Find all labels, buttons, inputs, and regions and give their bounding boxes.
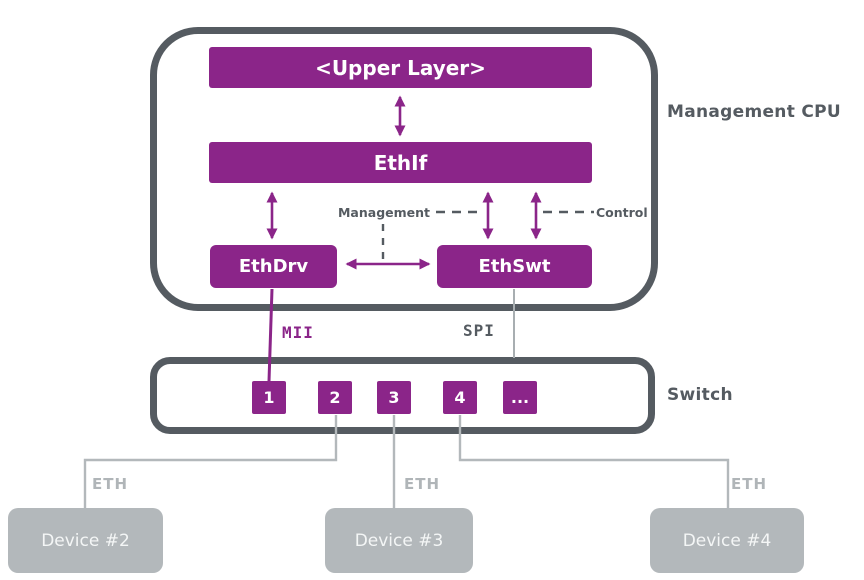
eth-label-device4: ETH [731,475,768,493]
device-4-box: Device #4 [650,508,804,573]
control-annotation: Control [596,205,648,220]
eth-link-port2-device2 [83,415,338,508]
switch-port-4: 4 [443,381,477,414]
eth-label-device3: ETH [404,475,441,493]
spi-label: SPI [463,321,495,340]
switch-port-1: 1 [252,381,286,414]
block-upper-layer: <Upper Layer> [209,47,592,88]
management-cpu-label: Management CPU [667,102,841,122]
management-annotation: Management [337,205,430,220]
mii-label: MII [282,323,314,342]
eth-link-port4-device4 [458,415,730,508]
block-ethif: EthIf [209,142,592,183]
mii-link [267,288,274,382]
block-ethswt: EthSwt [437,245,592,288]
device-3-box: Device #3 [325,508,473,573]
switch-port-more: ... [503,381,537,414]
eth-label-device2: ETH [92,475,129,493]
switch-label: Switch [667,385,733,405]
switch-port-3: 3 [377,381,411,414]
block-ethdrv: EthDrv [210,245,337,288]
switch-port-2: 2 [318,381,352,414]
device-2-box: Device #2 [8,508,163,573]
